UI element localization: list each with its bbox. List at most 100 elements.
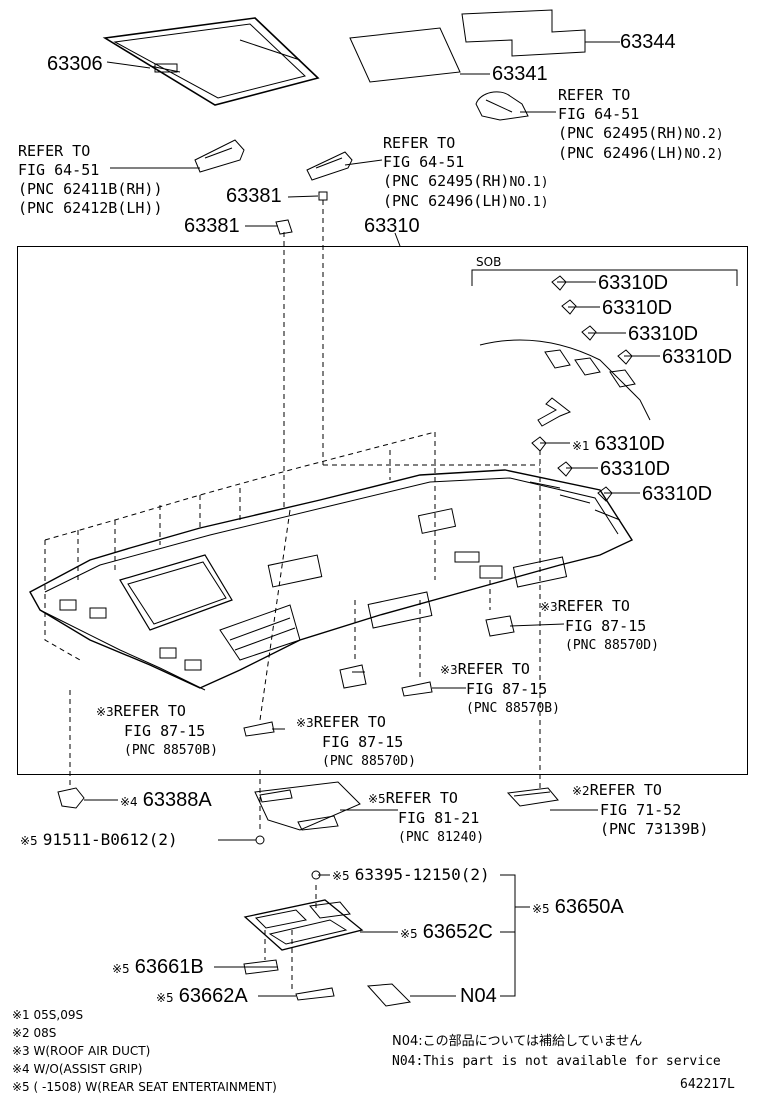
no1: NO.1) xyxy=(509,195,549,210)
refer-block-81-21: ※5REFER TO FIG 81-21 (PNC 81240) xyxy=(368,789,484,847)
fig-ref: FIG 71-52 xyxy=(600,801,682,819)
refer-block-64-51-62411b: REFER TO FIG 64-51 (PNC 62411B(RH)) (PNC… xyxy=(18,142,163,218)
part-91511: 91511-B0612(2) xyxy=(42,830,178,849)
clips-63310d xyxy=(531,275,633,502)
part-63652c-row: ※5 63652C xyxy=(400,922,493,942)
part-63310d-5-row: ※1 63310D xyxy=(572,434,665,454)
fig-ref: FIG 81-21 xyxy=(398,809,480,827)
mark-3: ※3 xyxy=(296,716,314,730)
part-63310d-1: 63310D xyxy=(598,272,669,294)
grip-63388a-drawing xyxy=(57,787,85,809)
pnc-62495-rh: (PNC 62495(RH) xyxy=(383,172,510,190)
n04-note-en: N04:This part is not available for servi… xyxy=(392,1054,721,1069)
part-63310d-6: 63310D xyxy=(600,458,671,480)
part-63310: 63310 xyxy=(364,215,420,237)
dashed-leaders xyxy=(44,200,541,990)
refer-to-label: REFER TO xyxy=(385,789,458,807)
refer-block-87-15-right: ※3REFER TO FIG 87-15 (PNC 88570D) xyxy=(540,597,659,655)
pnc-62496-lh: (PNC 62496(LH) xyxy=(383,192,510,210)
headliner-frame xyxy=(17,246,748,775)
part-63652c: 63652C xyxy=(422,921,493,943)
view-arrow xyxy=(537,397,571,427)
pad-63344-drawing xyxy=(461,9,586,57)
footnote-2: ※2 08S xyxy=(12,1026,57,1040)
bracket-62411b-drawing xyxy=(194,139,245,173)
refer-block-64-51-no2: REFER TO FIG 64-51 (PNC 62495(RH)NO.2) (… xyxy=(558,86,724,164)
fig-ref: FIG 87-15 xyxy=(322,733,404,751)
pnc-88570b: (PNC 88570B) xyxy=(466,701,560,716)
part-63662a-row: ※5 63662A xyxy=(156,986,248,1006)
vent-88570b-left xyxy=(243,721,275,737)
pad-63341-drawing xyxy=(349,27,461,83)
pnc-62412b: (PNC 62412B(LH)) xyxy=(18,199,163,217)
cover-63661b-drawing xyxy=(243,959,279,975)
fig-ref: FIG 87-15 xyxy=(466,680,548,698)
part-63661b: 63661B xyxy=(134,956,204,978)
bracket-62495-upper-drawing xyxy=(475,91,529,121)
n04-note-ja: N04:この部品については補給していません xyxy=(392,1034,643,1049)
footnote-3: ※3 W(ROOF AIR DUCT) xyxy=(12,1044,151,1058)
illustration-code: 642217L xyxy=(680,1077,735,1092)
mark-2: ※2 xyxy=(572,784,590,798)
part-n04-drawing xyxy=(366,983,412,1007)
mark-5: ※5 xyxy=(368,792,386,806)
no1: NO.1) xyxy=(509,175,549,190)
vent-88570d-right xyxy=(485,615,515,637)
screw-63395 xyxy=(311,870,321,880)
footnotes: ※1 05S,09S ※2 08S ※3 W(ROOF AIR DUCT) ※4… xyxy=(12,1006,277,1096)
mark-5: ※5 xyxy=(332,869,350,883)
part-63344: 63344 xyxy=(620,31,676,53)
mark-4: ※4 xyxy=(120,795,138,809)
clip-63381-lower xyxy=(275,219,293,235)
leader-lines xyxy=(84,41,660,997)
part-63310d-2: 63310D xyxy=(602,297,673,319)
vent-88570d-center xyxy=(339,664,367,689)
mark-5: ※5 xyxy=(20,834,38,848)
mark-3: ※3 xyxy=(540,600,558,614)
fig-ref: FIG 64-51 xyxy=(383,153,465,171)
part-63381-lower: 63381 xyxy=(184,215,240,237)
refer-block-64-51-no1: REFER TO FIG 64-51 (PNC 62495(RH)NO.1) (… xyxy=(383,134,549,212)
headliner-drawing xyxy=(29,339,651,691)
mark-5: ※5 xyxy=(156,991,174,1005)
cover-63662a-drawing xyxy=(295,987,335,1001)
refer-to-label: REFER TO xyxy=(589,781,662,799)
refer-to-label: REFER TO xyxy=(18,142,91,160)
lamp-81240-drawing xyxy=(254,781,361,831)
bracket-62495-middle-drawing xyxy=(306,151,353,181)
part-63650a: 63650A xyxy=(554,896,624,918)
mark-5: ※5 xyxy=(112,962,130,976)
part-63310d-4: 63310D xyxy=(662,346,733,368)
refer-block-87-15-left: ※3REFER TO FIG 87-15 (PNC 88570B) xyxy=(96,702,218,760)
part-63662a: 63662A xyxy=(178,985,248,1007)
screw-91511 xyxy=(255,835,265,845)
refer-to-label: REFER TO xyxy=(313,713,386,731)
pnc-62496-lh: (PNC 62496(LH) xyxy=(558,144,685,162)
part-63650a-row: ※5 63650A xyxy=(532,897,624,917)
fig-ref: FIG 87-15 xyxy=(565,617,647,635)
mark-5: ※5 xyxy=(400,927,418,941)
footnote-5: ※5 ( -1508) W(REAR SEAT ENTERTAINMENT) xyxy=(12,1080,277,1094)
refer-to-label: REFER TO xyxy=(383,134,456,152)
sob-label: SOB xyxy=(476,255,502,269)
footnote-1: ※1 05S,09S xyxy=(12,1008,84,1022)
mark-5: ※5 xyxy=(532,902,550,916)
part-63306: 63306 xyxy=(47,53,103,75)
part-63388a: 63388A xyxy=(142,789,212,811)
fig-ref: FIG 87-15 xyxy=(124,722,206,740)
pnc-62495-rh: (PNC 62495(RH) xyxy=(558,124,685,142)
mark-3: ※3 xyxy=(96,705,114,719)
part-63310d-3: 63310D xyxy=(628,323,699,345)
part-n04: N04 xyxy=(460,985,497,1007)
pnc-88570d: (PNC 88570D) xyxy=(565,638,659,653)
refer-block-87-15-center: ※3REFER TO FIG 87-15 (PNC 88570B) xyxy=(440,660,560,718)
pnc-88570b: (PNC 88570B) xyxy=(124,743,218,758)
refer-block-71-52: ※2REFER TO FIG 71-52 (PNC 73139B) xyxy=(572,781,708,839)
sunshade-drawing xyxy=(102,17,320,106)
no2: NO.2) xyxy=(684,127,724,142)
vent-88570b-center xyxy=(401,681,433,697)
refer-to-label: REFER TO xyxy=(113,702,186,720)
console-63652c-drawing xyxy=(243,899,364,951)
footnote-4: ※4 W/O(ASSIST GRIP) xyxy=(12,1062,143,1076)
